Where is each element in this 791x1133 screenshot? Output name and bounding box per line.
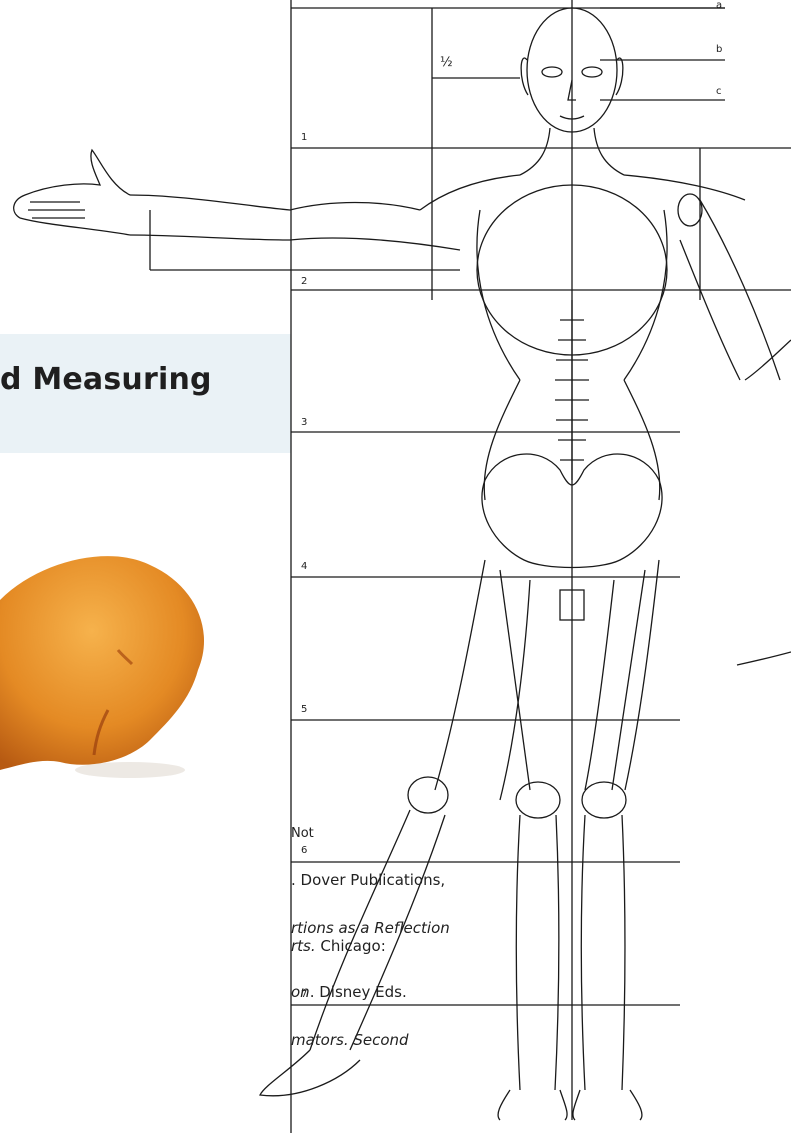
reference-plain-text: . Dover Publications, (291, 871, 445, 889)
reference-plain-text: . Disney Eds. (310, 983, 407, 1001)
reference-plain-text: Chicago: (316, 937, 386, 955)
reference-line: on. Disney Eds. (291, 982, 407, 1002)
reference-italic-text: on (291, 983, 310, 1001)
head-letters: a b c ½ (440, 0, 722, 97)
ruler-number: 2 (301, 276, 307, 287)
reference-line: rtions as a Reflection (291, 918, 450, 938)
head-letter: a (716, 0, 722, 11)
head-letter: c (716, 86, 722, 97)
reference-italic-text: rts. (291, 937, 316, 955)
reference-italic-text: mators. Second (291, 1031, 409, 1049)
reference-italic-text: rtions as a Reflection (291, 919, 450, 937)
ruler-number: 5 (301, 704, 307, 715)
reference-line: rts. Chicago: (291, 936, 386, 956)
reference-line: . Dover Publications, (291, 870, 445, 890)
head-letter: b (716, 44, 722, 55)
ruler-number: 1 (301, 132, 307, 143)
ruler-number: 6 (301, 845, 307, 856)
half-label: ½ (440, 55, 453, 70)
reference-line: mators. Second (291, 1030, 409, 1050)
figure-caption: Not (291, 826, 314, 841)
ruler-number: 4 (301, 561, 307, 572)
potato-image (0, 556, 204, 778)
ruler-number: 3 (301, 417, 307, 428)
